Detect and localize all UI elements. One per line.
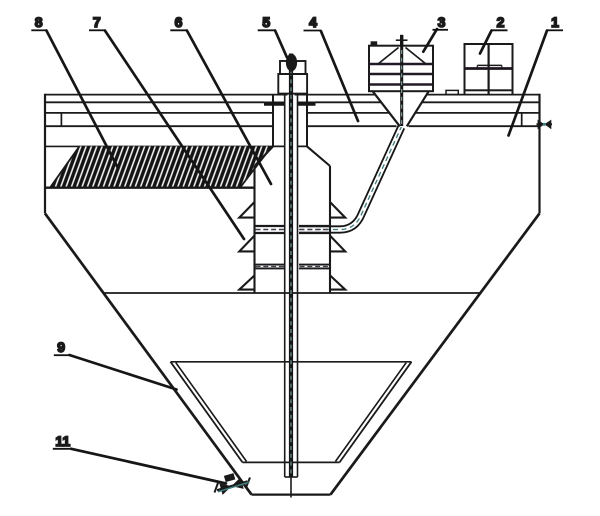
svg-text:5: 5 [262, 14, 270, 30]
svg-text:3: 3 [438, 14, 446, 30]
svg-text:2: 2 [497, 14, 505, 30]
svg-text:11: 11 [55, 433, 70, 449]
svg-text:8: 8 [35, 14, 43, 30]
svg-text:7: 7 [93, 14, 101, 30]
svg-text:4: 4 [309, 14, 317, 30]
svg-text:1: 1 [551, 14, 559, 30]
svg-text:9: 9 [57, 339, 65, 355]
svg-text:6: 6 [175, 14, 183, 30]
